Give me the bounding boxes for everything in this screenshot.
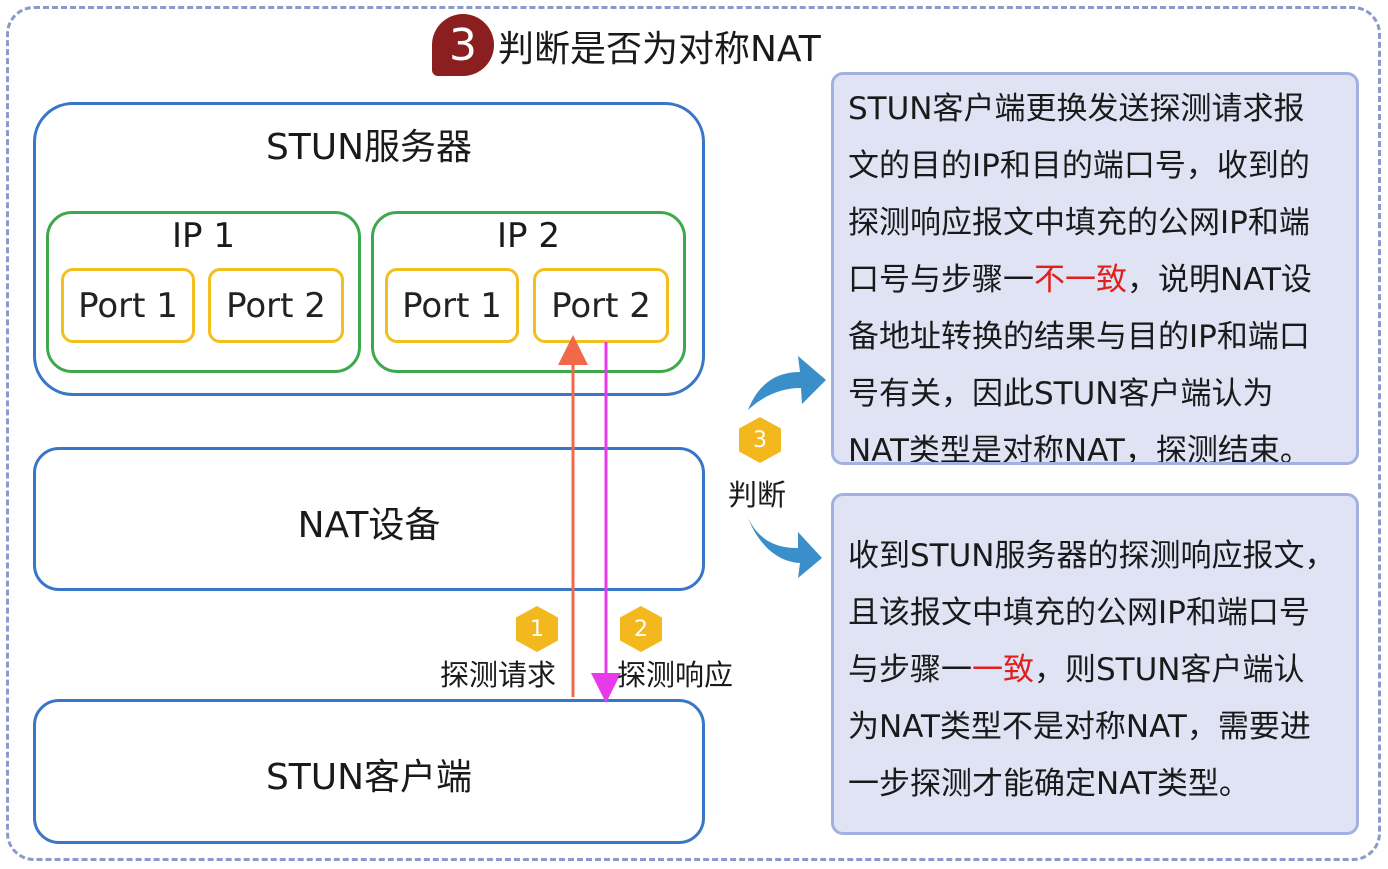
note-line: 为NAT类型不是对称NAT，需要进: [848, 709, 1311, 745]
note-line: 口号与步骤一不一致，说明NAT设: [848, 252, 1356, 309]
ip1-port1: Port 1: [61, 268, 195, 343]
response-label: 探测响应: [617, 658, 734, 692]
judge-arrow-up: [748, 356, 826, 410]
note-line: 收到STUN服务器的探测响应报文，: [848, 538, 1336, 574]
note-text: ，则STUN客户端认: [1034, 652, 1305, 688]
note-text: 与步骤一: [848, 652, 972, 688]
ip2-port1: Port 1: [385, 268, 519, 343]
judge-arrow-down: [748, 518, 822, 578]
note-line: 号有关，因此STUN客户端认为: [848, 376, 1274, 412]
page-title: 判断是否为对称NAT: [498, 29, 821, 70]
note-line: STUN客户端更换发送探测请求报: [848, 91, 1305, 127]
note-line: NAT类型是对称NAT，探测结束。: [848, 433, 1311, 465]
symmetric-note: STUN客户端更换发送探测请求报 文的目的IP和目的端口号，收到的 探测响应报文…: [831, 72, 1359, 465]
note-text: ，说明NAT设: [1127, 262, 1312, 298]
step1-badge: 1: [516, 606, 558, 652]
judge-label: 判断: [728, 478, 787, 512]
note-line: 备地址转换的结果与目的IP和端口: [848, 319, 1310, 355]
stun-client-box: [33, 699, 705, 844]
ip2-port2: Port 2: [533, 268, 669, 343]
note-line: 探测响应报文中填充的公网IP和端: [848, 205, 1310, 241]
note-text: 口号与步骤一: [848, 262, 1034, 298]
step2-badge: 2: [620, 606, 662, 652]
note-line: 一步探测才能确定NAT类型。: [848, 766, 1250, 802]
note-line: 与步骤一一致，则STUN客户端认: [848, 642, 1356, 699]
step-badge: 3: [432, 14, 494, 76]
step-badge-number: 3: [449, 19, 477, 71]
request-label: 探测请求: [440, 658, 557, 692]
dashed-frame: [6, 6, 1381, 861]
stun-server-label: STUN服务器: [265, 127, 473, 168]
note-line: 文的目的IP和目的端口号，收到的: [848, 148, 1310, 184]
non-symmetric-note: 收到STUN服务器的探测响应报文， 且该报文中填充的公网IP和端口号 与步骤一一…: [831, 493, 1359, 835]
ip2-label: IP 2: [497, 216, 560, 256]
ip1-port2: Port 2: [208, 268, 344, 343]
nat-device-box: [33, 447, 705, 591]
highlight-text: 一致: [972, 652, 1034, 688]
note-line: 且该报文中填充的公网IP和端口号: [848, 595, 1310, 631]
ip1-label: IP 1: [172, 216, 235, 256]
stun-client-label: STUN客户端: [265, 757, 473, 798]
highlight-text: 不一致: [1034, 262, 1127, 298]
nat-device-label: NAT设备: [297, 505, 441, 546]
